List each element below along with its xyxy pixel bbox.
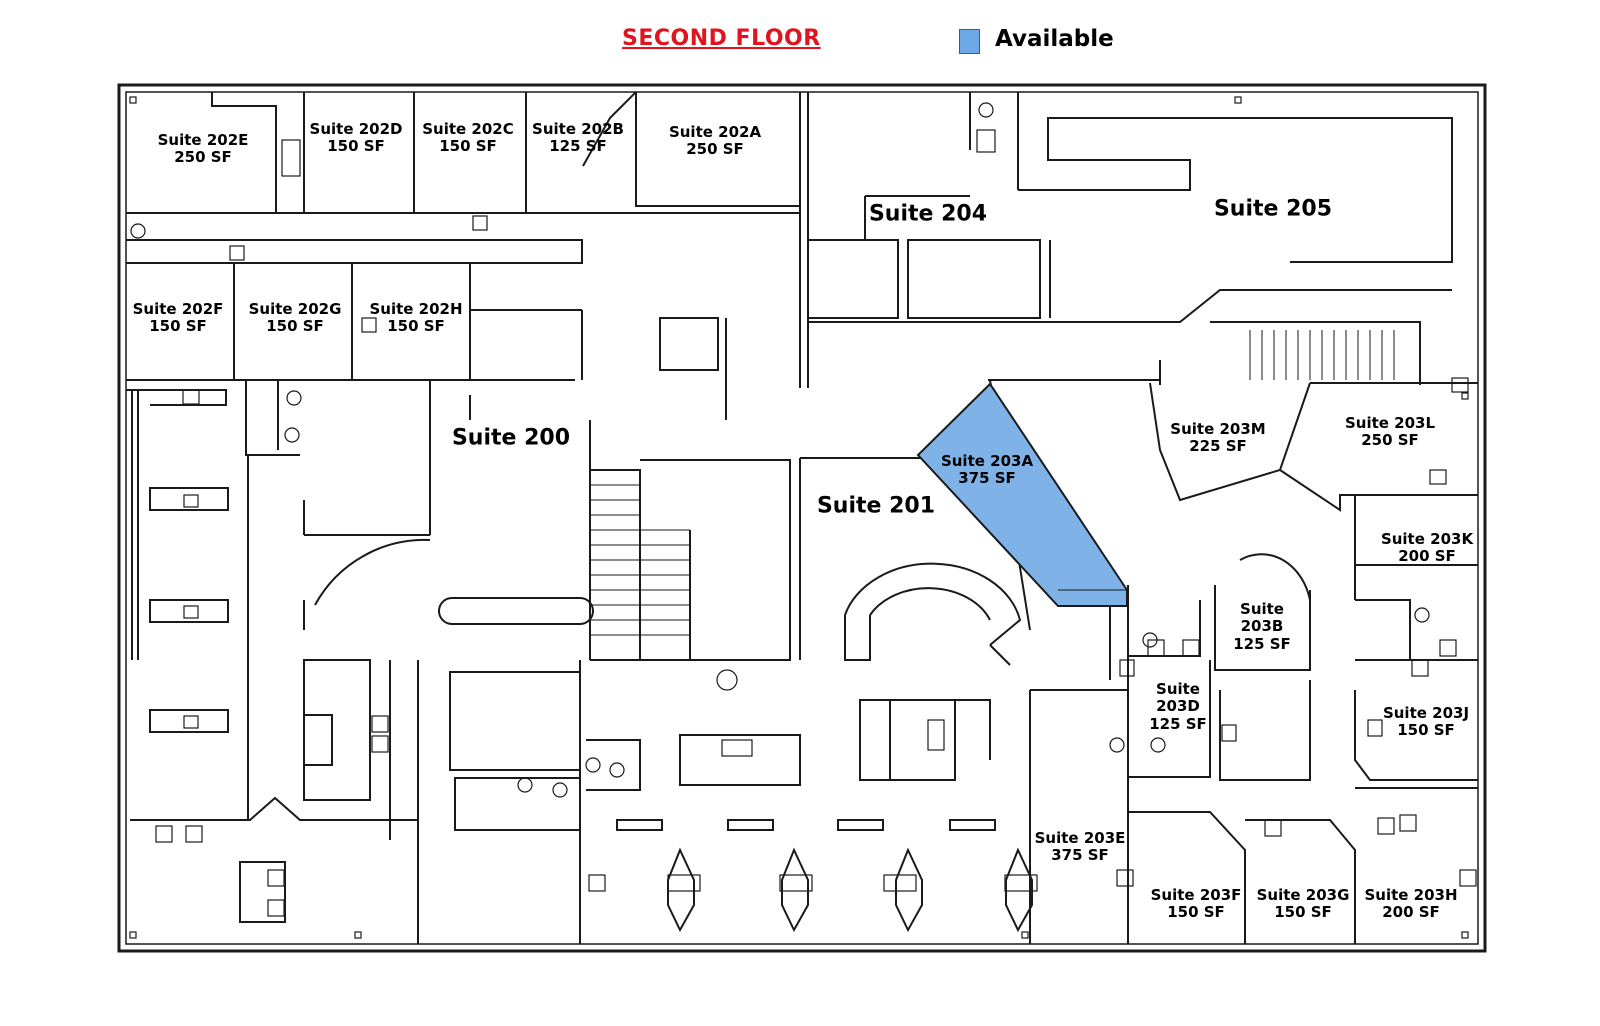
exterior-wall (117, 83, 1487, 953)
fixtures (129, 96, 1477, 939)
wall-group-left-wing (126, 380, 431, 944)
wall-group-east-suites (1029, 382, 1478, 944)
wall-group-north-east (799, 92, 1453, 388)
bench-strip (616, 819, 1033, 933)
suite-201-label: Suite 201 (816, 493, 936, 519)
suite-203a-available-area (916, 382, 1128, 607)
legend-available-swatch (959, 29, 980, 54)
floor-title: SECOND FLOOR (622, 26, 821, 51)
suite-204-label: Suite 204 (868, 201, 988, 227)
wall-group-center (438, 317, 791, 944)
suite-205-label: Suite 205 (1213, 196, 1333, 222)
legend-available-label: Available (995, 26, 1114, 52)
suite-200-label: Suite 200 (451, 425, 571, 451)
wall-group-top-left (126, 91, 800, 381)
